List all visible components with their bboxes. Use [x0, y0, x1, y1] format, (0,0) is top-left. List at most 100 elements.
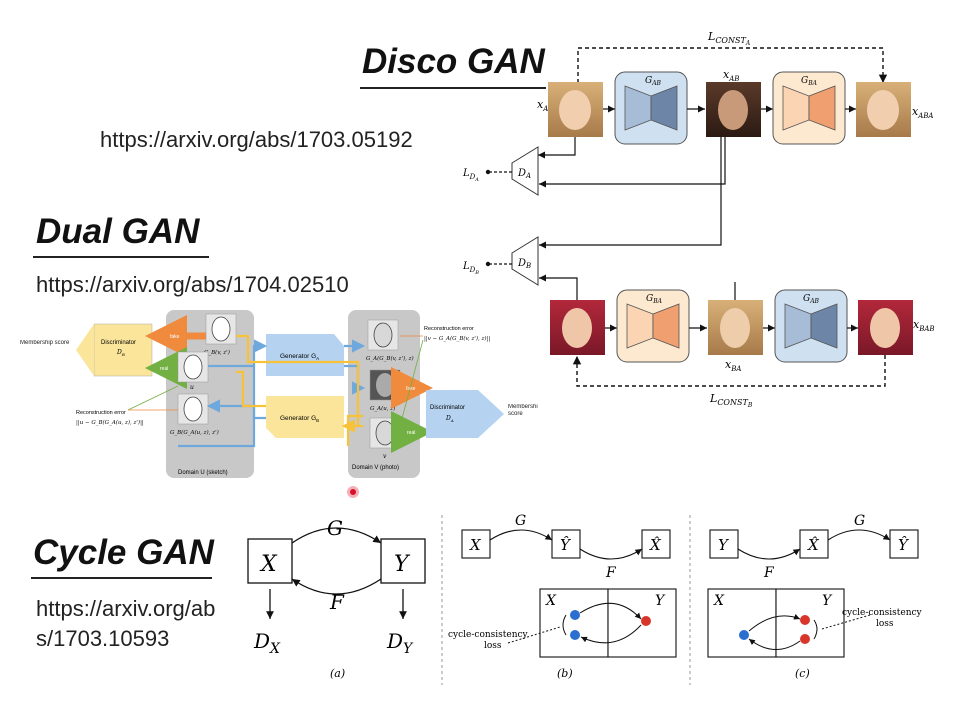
cycle-b-loss-line2: loss [484, 641, 502, 651]
disco-gba-label-top: GBA [801, 76, 818, 87]
disco-da-label: DA [517, 168, 531, 180]
cycle-c-box-xhat [799, 529, 829, 559]
dual-gbgau-label: G_B(G_A(u, z), z') [170, 429, 219, 436]
cycle-a-f: F [329, 590, 345, 614]
disco-xaba-label: xABA [912, 105, 933, 120]
disco-const-a-loop [577, 47, 888, 83]
disco-gan-diagram: LCONSTA xA GAB xAB GBA xABA DA LDA DB LD… [462, 30, 935, 409]
disco-const-b-loop [572, 355, 886, 387]
cycle-b-f: F [605, 565, 617, 581]
dual-gan-url[interactable]: https://arxiv.org/abs/1704.02510 [36, 272, 349, 297]
dual-gagbv-label: G_A(G_B(v, z'), z) [366, 355, 414, 362]
cycle-c-domain-x [707, 588, 777, 658]
cycle-b-box-x [461, 529, 491, 559]
disco-xab-label: xAB [723, 68, 739, 83]
cycle-a-caption: (a) [330, 667, 345, 680]
dual-domain-v-label: Domain V (photo) [352, 465, 399, 471]
disco-xba-label: xBA [725, 358, 741, 373]
dual-gan-diagram: Discriminator DB Membership score fake r… [20, 310, 538, 478]
cycle-c-yhat: Ŷ [898, 536, 910, 554]
disco-const-a-label: LCONSTA [707, 30, 751, 47]
cursor-indicator [347, 486, 359, 498]
cycle-b-xhat: X̂ [649, 536, 662, 554]
disco-db-label: DB [517, 258, 531, 270]
disco-xa-label: xA [537, 98, 548, 113]
cycle-c-loss-line1: cycle-consistency [842, 608, 923, 618]
cycle-a-y: Y [394, 552, 411, 577]
cycle-b-yhat: Ŷ [560, 536, 572, 554]
cycle-b-dot-xhat [570, 630, 580, 640]
cycle-a-arrow-f [291, 578, 382, 595]
cycle-c-caption: (c) [795, 667, 810, 680]
disco-gab-label-bottom: GAB [803, 294, 820, 305]
cycle-gan-heading: Cycle GAN [33, 533, 214, 572]
cycle-a-box-y [380, 538, 426, 584]
dual-generator-a [266, 334, 344, 376]
dual-domain-u-label: Domain U (sketch) [178, 470, 228, 476]
cycle-b-x: X [469, 536, 482, 554]
cycle-a-g: G [327, 516, 343, 540]
dual-recon-left-formula: ||u − G_B(G_A(u, z), z')|| [76, 419, 144, 426]
disco-discriminator-a [511, 146, 539, 196]
cycle-c-y: Y [718, 536, 730, 554]
dual-gen-a-label: Generator GA [280, 353, 319, 361]
dual-disc-a-label: Discriminator [430, 405, 465, 411]
dual-disc-b-sub: DB [116, 349, 125, 357]
disco-xbab-label: xBAB [913, 318, 935, 333]
cycle-c-dot-x [739, 630, 749, 640]
cycle-b-caption: (b) [557, 667, 573, 680]
dual-fake-left: fake [170, 334, 180, 340]
dual-v-label: v [383, 453, 387, 460]
dual-discriminator-a [426, 390, 478, 438]
dual-real-right: real [407, 430, 415, 436]
dual-membership-right: Membership score [508, 404, 538, 417]
cycle-gan-url[interactable]: https://arxiv.org/abs/1703.10593 [36, 596, 216, 651]
dual-gau-label: G_A(u, z) [370, 405, 395, 412]
cycle-a-arrow-g [291, 527, 382, 544]
disco-gan-heading: Disco GAN [362, 42, 545, 81]
disco-gan-url[interactable]: https://arxiv.org/abs/1703.05192 [100, 127, 413, 152]
dual-gen-b-label: Generator GB [280, 415, 319, 423]
cycle-c-g: G [854, 513, 865, 529]
cycle-b-dot-y [641, 616, 651, 626]
cycle-b-domain-x [539, 588, 609, 658]
cycle-b-box-xhat [641, 529, 671, 559]
cycle-c-loss-line2: loss [876, 619, 894, 629]
cycle-c-box-y [709, 529, 739, 559]
cycle-gan-diagram: X Y G F DX DY (a) X Ŷ X̂ G F X Y cycle-c… [247, 513, 923, 685]
cycle-a-box-x [247, 538, 293, 584]
cycle-b-g: G [515, 513, 526, 529]
cycle-gan-heading-underline [31, 577, 212, 579]
dual-generator-b [266, 396, 344, 438]
cycle-b-box-yhat [551, 529, 581, 559]
dual-membership-left: Membership score [20, 340, 70, 346]
cycle-a-dy: DY [386, 629, 414, 657]
cycle-c-box-y-label: Y [822, 593, 833, 609]
disco-const-b-label: LCONSTB [709, 392, 753, 409]
cycle-c-box-x-label: X [713, 593, 725, 609]
cycle-a-dx: DX [253, 629, 281, 657]
cycle-c-domain-y [775, 588, 845, 658]
cycle-b-box-x-label: X [545, 593, 557, 609]
cycle-a-x: X [259, 552, 278, 577]
cycle-c-f: F [763, 565, 775, 581]
dual-real-left: real [160, 366, 168, 372]
disco-gba-label-bottom: GBA [646, 294, 663, 305]
disco-gab-label-top: GAB [645, 76, 662, 87]
cycle-b-box-y-label: Y [655, 593, 666, 609]
dual-recon-right-title: Reconstruction error [424, 326, 474, 332]
dual-recon-left-title: Reconstruction error [76, 410, 126, 416]
dual-gan-heading: Dual GAN [36, 212, 200, 251]
dual-disc-b-label: Discriminator [101, 340, 136, 346]
disco-ldb-label: LDB [462, 261, 479, 276]
disco-gan-heading-underline [360, 87, 546, 89]
dual-disc-a-sub: DA [445, 415, 454, 423]
dual-recon-right-formula: ||v − G_A(G_B(v, z'), z)|| [424, 335, 490, 342]
dual-gan-heading-underline [33, 256, 209, 258]
cycle-c-xhat: X̂ [807, 536, 820, 554]
dual-discriminator-b [93, 323, 153, 377]
cycle-c-box-yhat [889, 529, 919, 559]
disco-lda-label: LDA [462, 168, 479, 183]
dual-fake-right: fake [406, 386, 416, 392]
cycle-c-dot-y [800, 615, 810, 625]
